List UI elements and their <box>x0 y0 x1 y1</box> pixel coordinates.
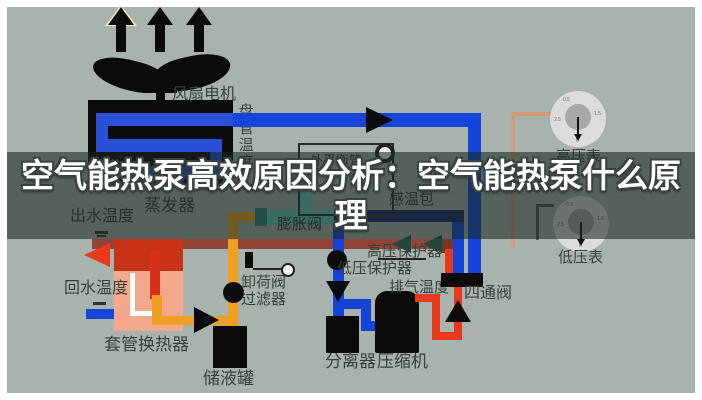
suction-pipe-horizontal <box>233 113 481 127</box>
flow-arrow-up-icon <box>445 300 471 322</box>
compressor-body <box>375 291 419 353</box>
flow-arrow-left-small-icon <box>392 235 411 253</box>
fan-motor-mount <box>143 85 177 93</box>
gauge-tick: 0 <box>579 243 582 249</box>
heat-exchanger-top <box>114 239 183 271</box>
high-pressure-protector-label: 高压保护器 <box>367 243 443 260</box>
compressor-label: 压缩机 <box>377 352 428 371</box>
separator-body <box>326 316 359 353</box>
heat-exchanger-label: 套管换热器 <box>104 335 189 354</box>
evaporator-coil-segment <box>96 139 222 152</box>
flow-arrow-right-icon <box>366 107 393 133</box>
evaporator-coil-segment <box>96 113 233 126</box>
flow-arrow-left-small-icon <box>423 235 442 253</box>
frame-left <box>0 0 7 400</box>
low-pressure-gauge-label: 低压表 <box>558 249 604 266</box>
flow-arrow-left-icon <box>84 243 110 267</box>
gauge-tick: 2.5 <box>554 117 561 123</box>
discharge-pipe-red <box>432 294 440 340</box>
hp-gauge-line <box>511 112 553 116</box>
filter-label: 过滤器 <box>241 291 287 308</box>
low-pressure-sensor <box>327 250 347 270</box>
separator-to-compressor-pipe <box>343 299 371 309</box>
gauge-needle <box>577 117 579 135</box>
airflow-arrow-shaft <box>194 25 204 52</box>
valve-pointer-circle <box>281 263 295 277</box>
flow-arrow-down-icon <box>326 281 350 302</box>
liquid-reservoir-label: 储液罐 <box>203 369 254 388</box>
discharge-pipe-red <box>432 332 462 340</box>
title-line-1: 空气能热泵高效原因分析：空气能热泵什么原 <box>21 157 681 194</box>
hx-inner-tube-white <box>130 273 135 316</box>
unloading-valve-symbol <box>245 252 253 268</box>
separator-to-compressor-pipe <box>361 299 371 331</box>
page-title: 空气能热泵高效原因分析：空气能热泵什么原 理 <box>0 156 702 236</box>
airflow-arrow-shaft <box>155 25 165 52</box>
frame-bottom <box>0 393 702 400</box>
gauge-tick: 1.5 <box>594 111 601 117</box>
discharge-temp-label: 排气温度 <box>389 279 450 296</box>
separator-to-compressor-pipe <box>361 321 378 331</box>
airflow-arrow-up-icon <box>108 7 134 25</box>
hx-inner-red <box>150 251 160 299</box>
hot-water-pipe <box>92 239 453 249</box>
discharge-pipe-red <box>415 294 440 302</box>
gauge-needle-tip <box>577 239 585 246</box>
low-pressure-protector-label: 低压保护器 <box>337 260 413 277</box>
fan-motor-label: 风扇电机 <box>172 86 237 103</box>
gauge-tick: 0 <box>576 138 579 144</box>
hx-inner-orange <box>152 295 162 323</box>
title-line-2: 理 <box>334 197 368 234</box>
gauge-needle-tip <box>574 134 582 141</box>
filter-symbol <box>223 282 244 303</box>
valve-pointer-line <box>253 268 283 270</box>
return-water-temp-label: 回水温度 <box>64 280 129 297</box>
airflow-arrow-shaft <box>116 25 126 52</box>
high-pressure-gauge: 0.5 1.5 2.5 0 <box>550 91 606 147</box>
separator-label: 分离器 <box>325 352 376 371</box>
four-way-valve-body <box>441 273 483 287</box>
airflow-arrow-up-icon <box>186 7 212 25</box>
airflow-arrow-up-icon <box>147 7 173 25</box>
return-water-pipe <box>86 309 114 319</box>
gauge-tick: 0.5 <box>563 97 570 103</box>
liquid-pipe-vertical <box>228 212 238 327</box>
hx-inner-tube-white <box>130 311 160 316</box>
title-overlay-band <box>7 152 695 239</box>
four-way-valve-label: 四通阀 <box>464 285 513 302</box>
discharge-riser-red <box>445 249 453 273</box>
frame-top <box>0 0 702 7</box>
protector-pointer-line <box>378 258 426 260</box>
frame-right <box>695 0 702 400</box>
liquid-reservoir-body <box>213 326 247 368</box>
unloading-valve-label: 卸荷阀 <box>241 274 287 291</box>
sensor-dash <box>93 302 106 305</box>
